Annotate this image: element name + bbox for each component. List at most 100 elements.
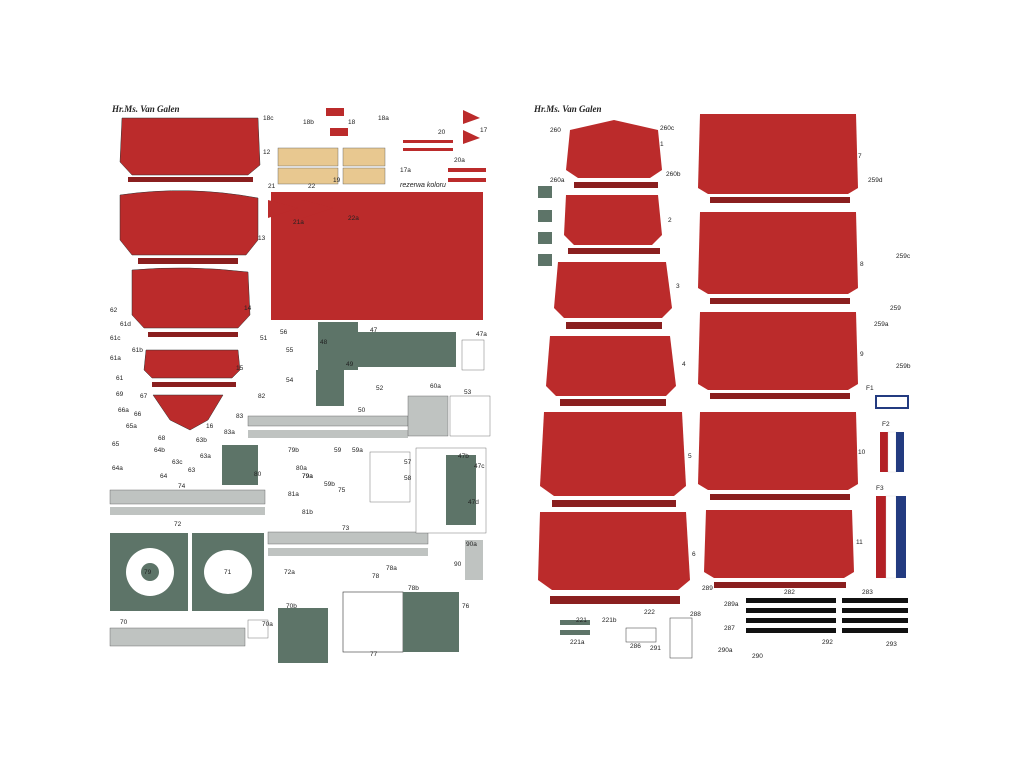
part-label-57: 57 [404, 459, 412, 466]
sheet-title: Hr.Ms. Van Galen [534, 104, 602, 114]
part-label-260a: 260a [550, 177, 565, 184]
part-14 [131, 267, 251, 329]
part-label-259b: 259b [896, 363, 911, 370]
part-label-11: 11 [856, 539, 863, 546]
part-label-65: 65 [112, 441, 120, 448]
part-label-59: 59 [334, 447, 342, 454]
part-label-17a: 17a [400, 167, 411, 174]
part-label-49: 49 [346, 361, 354, 368]
part-label-77: 77 [370, 651, 378, 658]
part-label-67: 67 [140, 393, 148, 400]
part-label-222: 222 [644, 609, 655, 616]
part-label-18b: 18b [303, 119, 314, 126]
part-label-7: 7 [858, 153, 862, 160]
part-label-61a: 61a [110, 355, 121, 362]
part-label-61d: 61d [120, 321, 131, 328]
flag-f2 [880, 431, 904, 473]
part-label-f3: F3 [876, 485, 884, 492]
part-label-68: 68 [158, 435, 166, 442]
part-label-6: 6 [692, 551, 696, 558]
part-label-289: 289 [702, 585, 713, 592]
part-label-47b: 47b [458, 453, 469, 460]
part-label-79a: 79a [302, 473, 313, 480]
part-label-16: 16 [206, 423, 214, 430]
part-label-90: 90 [454, 561, 462, 568]
part-label-4: 4 [682, 361, 686, 368]
part-label-259c: 259c [896, 253, 911, 260]
part-label-260c: 260c [660, 125, 675, 132]
part-label-48: 48 [320, 339, 328, 346]
part-label-63: 63 [188, 467, 196, 474]
part-label-19: 19 [333, 177, 341, 184]
part-label-14: 14 [244, 305, 252, 312]
part-label-62: 62 [110, 307, 118, 314]
flag-f1 [875, 395, 909, 409]
part-label-290: 290 [752, 653, 763, 660]
part-label-1: 1 [660, 141, 664, 148]
part-label-58: 58 [404, 475, 412, 482]
part-label-f2: F2 [882, 421, 890, 428]
part-label-55: 55 [286, 347, 294, 354]
part-label-54: 54 [286, 377, 294, 384]
part-4 [546, 336, 676, 396]
part-label-286: 286 [630, 643, 641, 650]
part-label-70: 70 [120, 619, 128, 626]
part-8 [698, 212, 858, 294]
part-label-20a: 20a [454, 157, 465, 164]
part-label-90a: 90a [466, 541, 477, 548]
part-label-8: 8 [860, 261, 864, 268]
part-15 [143, 349, 241, 379]
part-label-61c: 61c [110, 335, 121, 342]
part-label-293: 293 [886, 641, 897, 648]
part-label-81a: 81a [288, 491, 299, 498]
part-label-13: 13 [258, 235, 266, 242]
part-label-79b: 79b [288, 447, 299, 454]
part-label-47a: 47a [476, 331, 487, 338]
part-label-22: 22 [308, 183, 316, 190]
part-label-65a: 65a [126, 423, 137, 430]
part-label-21a: 21a [293, 219, 304, 226]
part-label-83a: 83a [224, 429, 235, 436]
part-label-47: 47 [370, 327, 378, 334]
part-label-259: 259 [890, 305, 901, 312]
part-label-12: 12 [263, 149, 271, 156]
part-2 [564, 195, 662, 245]
part-label-291: 291 [650, 645, 661, 652]
part-label-75: 75 [338, 487, 346, 494]
part-label-60a: 60a [430, 383, 441, 390]
part-label-78: 78 [372, 573, 380, 580]
part-label-18a: 18a [378, 115, 389, 122]
parts-sheet-left: Hr.Ms. Van Galen rezerwa koloru [108, 100, 508, 670]
part-11 [704, 510, 854, 578]
part-label-64: 64 [160, 473, 168, 480]
part-label-221: 221 [576, 617, 587, 624]
part-label-53: 53 [464, 389, 472, 396]
color-reserve-note: rezerwa koloru [400, 182, 446, 189]
part-label-83: 83 [236, 413, 244, 420]
part-label-287: 287 [724, 625, 735, 632]
part-label-289a: 289a [724, 601, 739, 608]
part-label-21: 21 [268, 183, 276, 190]
part-label-70a: 70a [262, 621, 273, 628]
part-label-259a: 259a [874, 321, 889, 328]
part-label-292: 292 [822, 639, 833, 646]
part-label-10: 10 [858, 449, 866, 456]
part-9 [698, 312, 858, 390]
part-label-80: 80 [254, 471, 262, 478]
part-label-2: 2 [668, 217, 672, 224]
part-label-61: 61 [116, 375, 124, 382]
part-label-18: 18 [348, 119, 356, 126]
part-3 [554, 262, 672, 318]
part-label-79a: 79a [302, 473, 313, 480]
part-label-15: 15 [236, 365, 244, 372]
color-reserve [271, 192, 483, 320]
part-label-70b: 70b [286, 603, 297, 610]
part-label-66: 66 [134, 411, 142, 418]
part-label-72a: 72a [284, 569, 295, 576]
part-label-3: 3 [676, 283, 680, 290]
part-label-47d: 47d [468, 499, 479, 506]
part-label-52: 52 [376, 385, 384, 392]
